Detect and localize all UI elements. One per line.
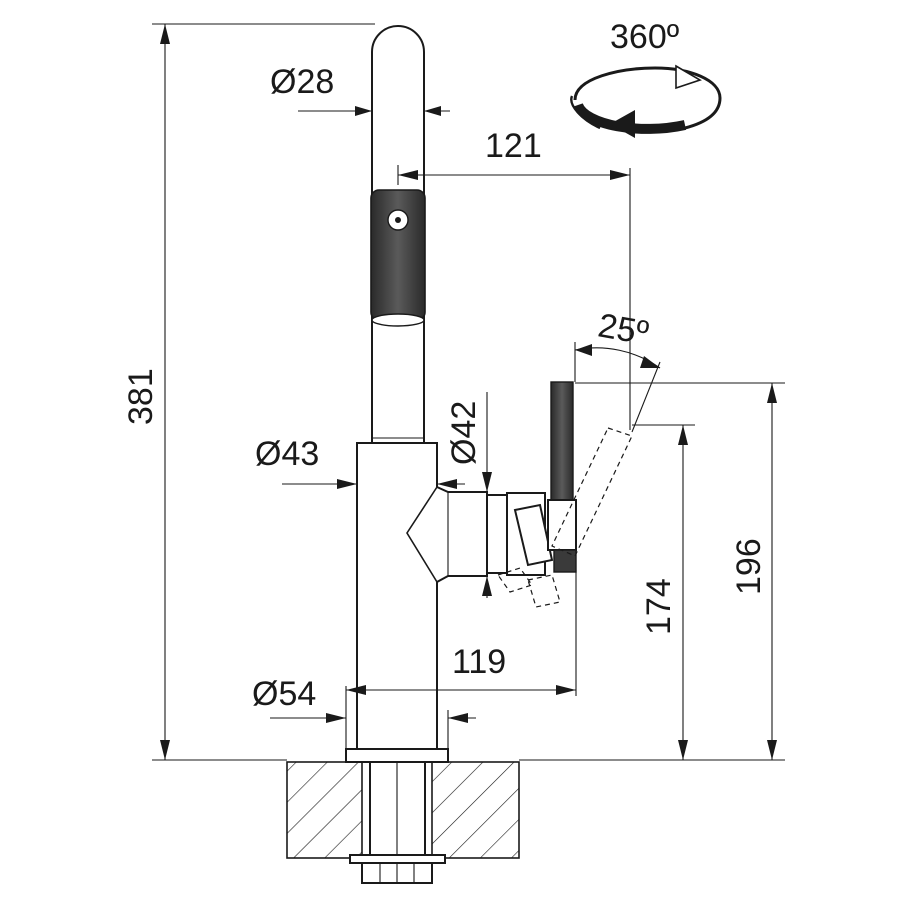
label-total-height: 381 bbox=[122, 368, 160, 425]
base-flange bbox=[345, 748, 449, 763]
handle-lever bbox=[547, 381, 577, 573]
handle-rotated-phantom bbox=[497, 427, 633, 608]
dim-spout-diameter bbox=[298, 106, 450, 116]
dim-handle-angle bbox=[574, 342, 661, 433]
label-reach: 121 bbox=[485, 127, 542, 165]
dim-handle-diameter bbox=[482, 392, 492, 598]
label-spout-diameter: Ø28 bbox=[270, 63, 334, 101]
label-handle-reach: 119 bbox=[452, 643, 506, 681]
rotation-arrow-icon bbox=[570, 64, 722, 138]
dim-reach bbox=[397, 165, 631, 430]
dim-total-height bbox=[152, 23, 375, 761]
dim-base-diameter bbox=[270, 710, 476, 749]
label-base-diameter: Ø54 bbox=[252, 675, 316, 713]
label-handle-diameter: Ø42 bbox=[445, 401, 483, 465]
faucet-body bbox=[356, 442, 488, 750]
dim-body-diameter bbox=[282, 479, 465, 489]
label-body-diameter: Ø43 bbox=[255, 435, 319, 473]
label-height-174: 174 bbox=[640, 578, 678, 635]
dim-height-174 bbox=[632, 424, 695, 760]
dim-height-196 bbox=[575, 382, 785, 760]
handle-hub bbox=[486, 492, 554, 576]
label-rotation: 360º bbox=[610, 18, 679, 56]
spray-head bbox=[370, 189, 426, 327]
label-height-196: 196 bbox=[730, 538, 768, 595]
label-handle-angle: 25º bbox=[595, 306, 651, 352]
